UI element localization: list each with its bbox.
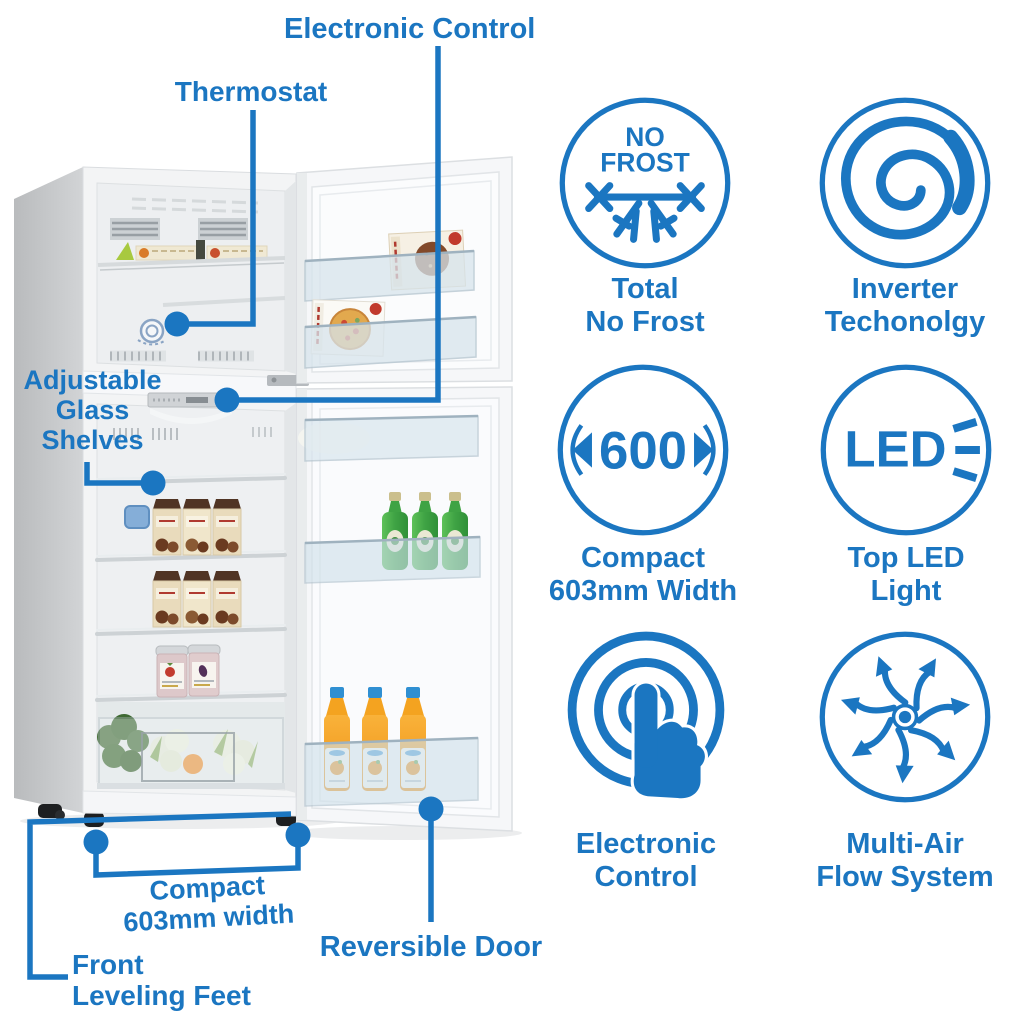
thermostat-dial — [137, 318, 167, 346]
multi-air-icon — [819, 631, 991, 803]
feature-label: Multi-Air Flow System — [780, 828, 1024, 894]
feature-label-line: Light — [870, 575, 942, 607]
no-frost-icon: NO FROST — [559, 97, 731, 269]
feature-electronic-control: Electronic Control — [521, 629, 771, 894]
no-frost-icon-text: FROST — [600, 148, 689, 178]
electronic-control-panel — [147, 392, 232, 424]
freezer-door — [296, 156, 513, 384]
feature-label-line: Top LED — [847, 542, 965, 574]
callout-line-electronic-control — [234, 46, 441, 403]
callout-dot-reversible-door — [418, 796, 444, 822]
callout-lines — [27, 46, 441, 980]
callout-label-line: Glass — [55, 395, 130, 425]
callout-label-front-leveling-feet: Front Leveling Feet — [72, 949, 251, 1011]
feature-top-led-light: LED Top LED Light — [781, 362, 1024, 608]
no-frost-icon-text: NO — [625, 122, 665, 152]
freezer-compartment — [96, 181, 296, 374]
feature-multi-air-flow: Multi-Air Flow System — [780, 629, 1024, 894]
fridge-door — [296, 386, 513, 832]
feature-label-line: Control — [594, 861, 698, 893]
callout-label-compact-width: Compact 603mm width — [102, 868, 315, 939]
crisper-drawer — [97, 702, 285, 789]
feature-label-line: Electronic — [575, 828, 717, 860]
callout-dot-electronic-control — [214, 387, 240, 413]
callout-bracket-width — [93, 843, 301, 878]
led-icon: LED — [820, 364, 992, 536]
feature-total-no-frost: NO FROST Total No Frost — [520, 95, 770, 339]
feature-label-line: Compact — [580, 542, 706, 574]
feature-label-line: 603mm Width — [548, 575, 738, 607]
callout-line-shelves — [84, 462, 142, 486]
callout-dot-width-left — [83, 829, 109, 855]
callout-dots — [83, 311, 444, 855]
callout-dot-thermostat — [164, 311, 190, 337]
feature-label: Inverter Techonolgy — [780, 273, 1024, 339]
callout-label-line: Front — [72, 949, 144, 980]
feature-label: Compact 603mm Width — [518, 542, 768, 608]
feature-label-line: Total — [611, 273, 679, 305]
callout-label-thermostat: Thermostat — [174, 76, 328, 107]
callout-label-reversible-door: Reversible Door — [319, 931, 543, 963]
fridge-compartment — [95, 392, 296, 793]
callout-label-line: Shelves — [41, 425, 144, 455]
feature-label-line: Flow System — [816, 861, 994, 893]
feature-inverter-technology: Inverter Techonolgy — [780, 95, 1024, 339]
feature-label: Total No Frost — [520, 273, 770, 339]
feature-label-line: Inverter — [851, 273, 959, 305]
feature-label: Electronic Control — [521, 828, 771, 894]
callout-label-line: Adjustable — [23, 365, 162, 395]
callout-dot-width-right — [285, 822, 311, 848]
callout-line-feet — [27, 811, 292, 980]
callout-dot-shelves — [140, 470, 166, 496]
led-icon-text: LED — [844, 421, 946, 478]
inverter-spiral-icon — [819, 97, 991, 269]
callout-label-adjustable-glass-shelves: Adjustable Glass Shelves — [10, 365, 175, 455]
food-bags — [152, 499, 242, 628]
kickplate — [82, 790, 297, 817]
feature-label-line: No Frost — [585, 306, 705, 338]
touch-control-icon — [567, 631, 725, 802]
width-600-icon: 600 — [557, 364, 729, 536]
feature-label-line: Techonolgy — [824, 306, 986, 338]
callout-label-electronic-control: Electronic Control — [284, 13, 536, 45]
jam-jars — [155, 644, 221, 698]
feature-label: Top LED Light — [781, 542, 1024, 608]
callout-line-thermostat — [186, 110, 256, 327]
callout-label-line: Leveling Feet — [72, 980, 251, 1011]
feature-label-line: Multi-Air — [846, 828, 964, 860]
width-600-icon-text: 600 — [599, 421, 687, 480]
feature-compact-width: 600 Compact 603mm Width — [518, 362, 768, 608]
